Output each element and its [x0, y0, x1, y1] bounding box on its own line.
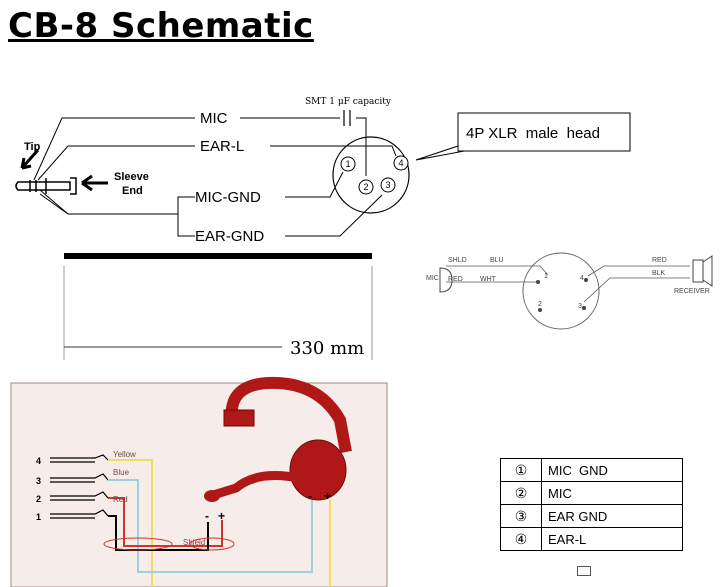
- mic-boom: [208, 471, 299, 501]
- connector-callout-label: 4P XLR male head: [466, 125, 600, 142]
- small-blu-label: BLU: [490, 257, 504, 264]
- plug-wires: [33, 117, 195, 237]
- pin-assignment-table: ① MIC GND ② MIC ③ EAR GND ④ EAR-L: [500, 458, 683, 551]
- small-mic-label: MIC: [426, 275, 439, 282]
- wire-label-mic-gnd: MIC-GND: [195, 189, 261, 206]
- ear-plus: +: [324, 489, 331, 503]
- wire-label-ear-gnd: EAR-GND: [195, 228, 264, 245]
- main-schematic: Tip Sleeve End MIC EAR-L MIC-GND EAR-GND: [15, 97, 631, 360]
- small-red-label-right: RED: [652, 257, 667, 264]
- small-pin-4: 4: [580, 275, 584, 282]
- sleeve-arrow: [81, 174, 108, 192]
- pin-number: ③: [500, 504, 542, 528]
- red-label: Red: [113, 495, 128, 504]
- pin-function: MIC GND: [541, 458, 683, 482]
- shield-label: Shield: [183, 538, 205, 547]
- small-receiver-label: RECEIVER: [674, 288, 710, 295]
- connector-wires: [240, 117, 397, 237]
- ear-cup: [289, 439, 347, 501]
- end-label: End: [122, 185, 143, 197]
- pin-number: ①: [500, 458, 542, 482]
- headset-row-1: 1: [36, 512, 41, 522]
- small-blk-label: BLK: [652, 270, 666, 277]
- mic-plus: +: [218, 509, 225, 523]
- pin-number: ②: [500, 481, 542, 505]
- capacitor-symbol: [343, 110, 351, 126]
- wire-label-mic: MIC: [200, 110, 228, 127]
- yellow-wire: [108, 459, 153, 587]
- xlr-connector: [332, 136, 410, 214]
- pin-function: EAR-L: [541, 527, 683, 551]
- tip-label: Tip: [24, 141, 41, 153]
- small-pin-1: 1: [544, 273, 548, 280]
- pin-number: ④: [500, 527, 542, 551]
- phone-plug: [15, 177, 77, 195]
- xlr-pins: 1 2 3 4: [340, 155, 409, 195]
- capacitor-label: SMT 1 μF capacity: [305, 97, 392, 107]
- pin-3-label: 3: [385, 180, 390, 190]
- mic-minus: -: [205, 509, 209, 523]
- pin-4-label: 4: [398, 158, 403, 168]
- mic-capsule: [439, 267, 453, 293]
- blue-wire: [108, 479, 313, 573]
- small-shld-label: SHLD: [448, 257, 467, 264]
- small-wht-label: WHT: [480, 276, 497, 283]
- table-row: ④ EAR-L: [500, 527, 683, 551]
- small-xlr: [522, 252, 600, 330]
- red-wire: [108, 497, 223, 547]
- headset-row-4: 4: [36, 456, 41, 466]
- headset-panel: 4 3 2 1 Yellow Blue Red Shield - + - +: [10, 376, 388, 587]
- table-row: ① MIC GND: [500, 458, 683, 482]
- page-title: CB-8 Schematic: [8, 6, 314, 46]
- pin-1-label: 1: [345, 159, 350, 169]
- small-red-label-left: RED: [448, 276, 463, 283]
- ear-minus: -: [308, 489, 312, 503]
- tip-arrow: [20, 149, 40, 170]
- length-label: 330 mm: [290, 338, 364, 359]
- headset-row-2: 2: [36, 494, 41, 504]
- connector-callout-box: [457, 112, 631, 152]
- headset-band: [225, 376, 352, 454]
- small-pin-3: 3: [578, 303, 582, 310]
- wire-label-ear-l: EAR-L: [200, 138, 244, 155]
- small-wiring-diagram: MIC SHLD BLU RED WHT 1 2 3 4 RED BLK REC…: [426, 252, 713, 330]
- pin-function: EAR GND: [541, 504, 683, 528]
- blue-label: Blue: [113, 468, 130, 477]
- table-row: ③ EAR GND: [500, 504, 683, 528]
- table-row: ② MIC: [500, 481, 683, 505]
- pin-function: MIC: [541, 481, 683, 505]
- yellow-label: Yellow: [113, 450, 136, 459]
- small-square-marker: [577, 566, 591, 576]
- small-pin-2: 2: [538, 301, 542, 308]
- sleeve-label: Sleeve: [114, 171, 149, 183]
- headset-row-3: 3: [36, 476, 41, 486]
- pin-2-label: 2: [363, 182, 368, 192]
- receiver-symbol: [692, 259, 704, 283]
- cable-bar: [64, 253, 372, 259]
